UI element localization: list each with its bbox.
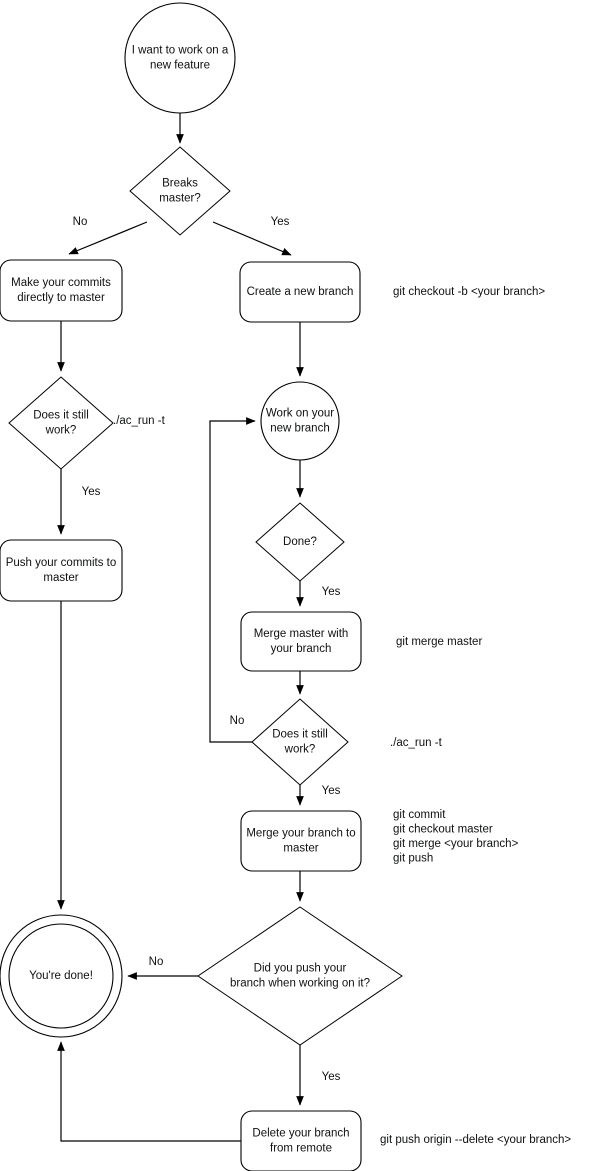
annotation-delete-branch: git push origin --delete <your branch> <box>380 1134 571 1146</box>
node-push-commits-master-label-line-1: master <box>43 572 78 584</box>
node-youre-done: You're done! <box>0 914 123 1038</box>
node-merge-branch-to-master-label-line-1: master <box>283 843 318 855</box>
annotation-delete-branch-line-0: git push origin --delete <your branch> <box>380 1134 571 1146</box>
edge-label-label-yes-breaks: Yes <box>271 216 290 228</box>
edge-label-label-yes-did-push: Yes <box>322 1071 341 1083</box>
node-breaks-master-label-line-0: Breaks <box>162 178 198 190</box>
annotation-merge-branch-line-1: git checkout master <box>393 824 493 836</box>
node-does-it-still-work-mid-label-line-1: work? <box>284 744 316 756</box>
node-start: I want to work on a new feature <box>124 2 236 114</box>
node-push-commits-master-label-line-0: Push your commits to <box>6 557 117 569</box>
node-breaks-master-diamond <box>129 146 231 236</box>
node-delete-branch-remote-label-line-0: Delete your branch <box>252 1128 349 1140</box>
node-does-it-still-work-left-label-line-0: Does it still <box>33 410 89 422</box>
node-merge-master-with-branch: Merge master with your branch <box>240 611 362 672</box>
node-did-you-push: Did you push your branch when working on … <box>197 906 403 1046</box>
node-does-it-still-work-mid-label-line-0: Does it still <box>272 729 328 741</box>
node-does-it-still-work-left-label-line-1: work? <box>45 425 77 437</box>
node-work-on-branch: Work on your new branch <box>260 381 340 461</box>
node-youre-done-label-line-0: You're done! <box>29 970 93 982</box>
node-does-it-still-work-left: Does it still work? <box>8 376 114 470</box>
node-merge-master-with-branch-label-line-1: your branch <box>271 643 332 655</box>
node-work-on-branch-circle <box>260 381 340 461</box>
node-make-commits-master: Make your commits directly to master <box>0 259 123 322</box>
node-did-you-push-label-line-0: Did you push your <box>254 963 347 975</box>
node-merge-branch-to-master: Merge your branch to master <box>240 810 362 872</box>
connector-breaks-yes-to-create-branch <box>212 221 292 256</box>
annotation-merge-master-line-0: git merge master <box>396 636 482 648</box>
annotation-merge-branch-line-2: git merge <your branch> <box>393 838 519 850</box>
edge-label-label-no-breaks: No <box>73 216 88 228</box>
node-start-label-line-1: new feature <box>150 60 210 72</box>
node-merge-branch-to-master-rect <box>240 810 362 872</box>
node-start-circle <box>124 2 236 114</box>
annotation-merge-branch-line-0: git commit <box>393 809 446 821</box>
connector-breaks-no-to-make-commits <box>68 221 148 255</box>
annotation-does-work-mid: ./ac_run -t <box>390 737 443 749</box>
annotation-create-branch: git checkout -b <your branch> <box>393 286 545 298</box>
node-done-question-diamond <box>255 502 345 582</box>
node-make-commits-master-label-line-0: Make your commits <box>11 277 111 289</box>
node-delete-branch-remote-label-line-1: from remote <box>270 1143 332 1155</box>
annotations-layer: git checkout -b <your branch> ./ac_run -t… <box>113 286 571 1146</box>
node-breaks-master-label-line-1: master? <box>159 193 201 205</box>
edge-label-label-no-did-push: No <box>149 956 164 968</box>
annotation-merge-branch: git commit git checkout master git merge <… <box>393 809 519 865</box>
node-create-new-branch-rect <box>239 261 361 323</box>
node-push-commits-master: Push your commits to master <box>0 539 123 602</box>
edge-label-label-yes-done: Yes <box>322 586 341 598</box>
node-done-question: Done? <box>255 502 345 582</box>
node-delete-branch-remote: Delete your branch from remote <box>240 1110 362 1171</box>
node-work-on-branch-label-line-1: new branch <box>270 423 329 435</box>
edge-label-label-yes-does-work-mid: Yes <box>322 785 341 797</box>
annotation-does-work-mid-line-0: ./ac_run -t <box>390 737 443 749</box>
node-did-you-push-diamond <box>197 906 403 1046</box>
edge-label-label-no-does-work-mid: No <box>230 715 245 727</box>
node-did-you-push-label-line-1: branch when working on it? <box>230 978 370 990</box>
node-create-new-branch-label-line-0: Create a new branch <box>247 286 354 298</box>
node-work-on-branch-label-line-0: Work on your <box>266 408 334 420</box>
connector-does-work-no-loop-to-work-on <box>209 417 256 743</box>
edge-label-label-yes-does-work-left: Yes <box>82 486 101 498</box>
node-start-label-line-0: I want to work on a <box>132 45 229 57</box>
node-merge-master-with-branch-rect <box>240 611 362 672</box>
node-does-it-still-work-mid-diamond <box>251 698 349 786</box>
edges-layer <box>57 113 304 1142</box>
node-make-commits-master-label-line-1: directly to master <box>17 292 105 304</box>
node-make-commits-master-rect <box>0 259 123 322</box>
annotation-create-branch-line-0: git checkout -b <your branch> <box>393 286 545 298</box>
annotation-does-work-left-line-0: ./ac_run -t <box>113 415 166 427</box>
node-done-question-label-line-0: Done? <box>283 536 317 548</box>
annotation-merge-master: git merge master <box>396 636 482 648</box>
node-does-it-still-work-mid: Does it still work? <box>251 698 349 786</box>
annotation-merge-branch-line-3: git push <box>393 853 433 865</box>
node-create-new-branch: Create a new branch <box>239 261 361 323</box>
node-breaks-master: Breaks master? <box>129 146 231 236</box>
node-merge-branch-to-master-label-line-0: Merge your branch to <box>246 828 355 840</box>
node-push-commits-master-rect <box>0 539 123 602</box>
node-youre-done-inner-circle <box>8 923 114 1029</box>
annotation-does-work-left: ./ac_run -t <box>113 415 166 427</box>
connector-delete-to-youre-done-loop <box>57 1041 241 1142</box>
node-delete-branch-remote-rect <box>240 1110 362 1171</box>
node-does-it-still-work-left-diamond <box>8 376 114 470</box>
node-merge-master-with-branch-label-line-0: Merge master with <box>254 628 349 640</box>
